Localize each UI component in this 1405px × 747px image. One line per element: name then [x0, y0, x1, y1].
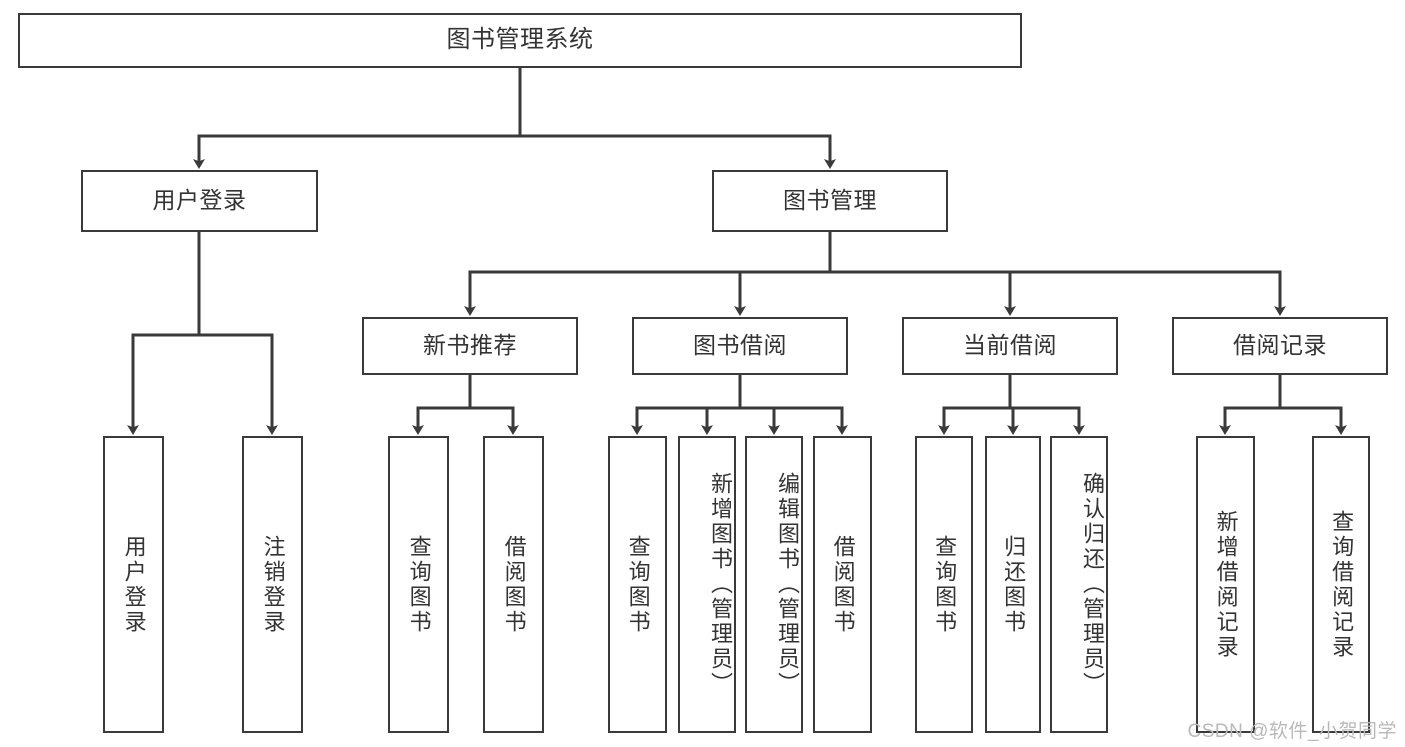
node-leaf-edit-book[interactable]: 编辑图书（管理员） — [745, 436, 803, 733]
node-leaf-add-book[interactable]: 新增图书（管理员） — [678, 436, 736, 733]
watermark: CSDN @软件_小贺同学 — [1187, 721, 1397, 742]
node-leaf-query-book-3[interactable]: 查询图书 — [915, 436, 973, 733]
node-root[interactable]: 图书管理系统 — [18, 13, 1022, 68]
node-leaf-user-login[interactable]: 用户登录 — [103, 436, 164, 733]
node-leaf-confirm-return[interactable]: 确认归还（管理员） — [1050, 436, 1108, 733]
node-borrow-record[interactable]: 借阅记录 — [1172, 317, 1388, 375]
node-leaf-add-borrow-record[interactable]: 新增借阅记录 — [1196, 436, 1255, 733]
node-leaf-user-logout[interactable]: 注销登录 — [242, 436, 303, 733]
node-new-book-recommend[interactable]: 新书推荐 — [362, 317, 578, 375]
node-book-borrow[interactable]: 图书借阅 — [632, 317, 848, 375]
node-leaf-borrow-book-1[interactable]: 借阅图书 — [483, 436, 544, 733]
node-current-borrow[interactable]: 当前借阅 — [902, 317, 1118, 375]
node-leaf-return-book[interactable]: 归还图书 — [985, 436, 1041, 733]
node-leaf-query-book-2[interactable]: 查询图书 — [608, 436, 667, 733]
node-leaf-query-borrow-record[interactable]: 查询借阅记录 — [1312, 436, 1370, 733]
node-leaf-query-book-1[interactable]: 查询图书 — [388, 436, 449, 733]
node-leaf-borrow-book-2[interactable]: 借阅图书 — [813, 436, 872, 733]
node-book-manage[interactable]: 图书管理 — [712, 170, 948, 232]
node-user-login[interactable]: 用户登录 — [81, 170, 318, 232]
